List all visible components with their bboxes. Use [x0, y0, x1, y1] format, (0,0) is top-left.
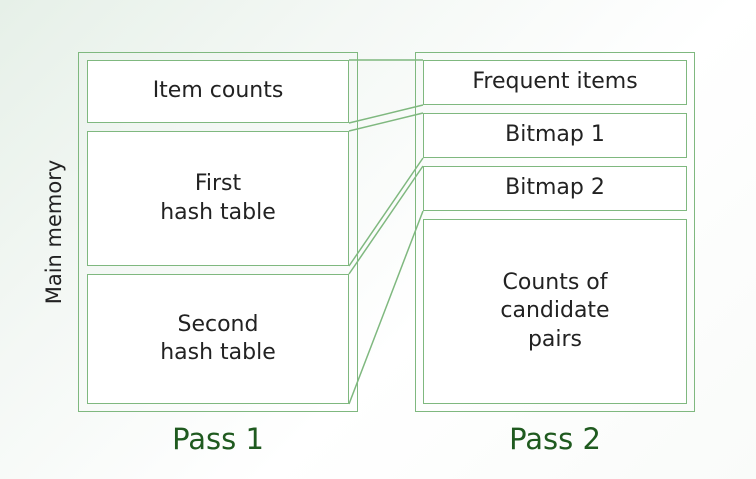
item-counts-box: Item counts: [87, 60, 349, 123]
candidate-pairs-box: Counts of candidate pairs: [423, 219, 687, 404]
bitmap2-box: Bitmap 2: [423, 166, 687, 211]
connector-first-hash-bottom: [348, 157, 424, 267]
first-hash-table-box: First hash table: [87, 131, 349, 266]
connector-item-counts: [348, 104, 424, 124]
frequent-items-box: Frequent items: [423, 60, 687, 105]
pass2-label: Pass 2: [509, 422, 601, 456]
second-hash-table-box: Second hash table: [87, 274, 349, 404]
pass1-panel: [78, 52, 358, 412]
connector-first-hash-top: [348, 112, 424, 132]
connector-second-hash-bottom: [348, 210, 424, 405]
connector-second-hash-top: [348, 165, 424, 275]
pass1-label: Pass 1: [172, 422, 264, 456]
bitmap1-box: Bitmap 1: [423, 113, 687, 158]
